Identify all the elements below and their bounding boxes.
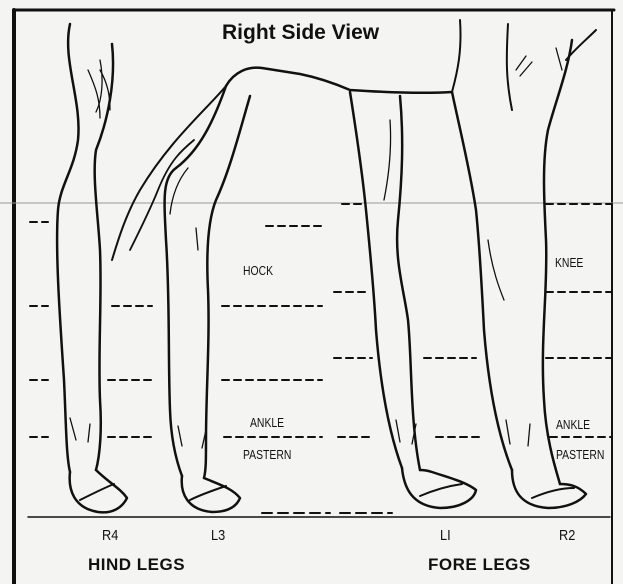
hind-pastern-label: PASTERN (243, 448, 291, 461)
fore-pastern-label: PASTERN (556, 448, 604, 461)
leg-code-l3: L3 (211, 528, 225, 543)
page-border (14, 10, 614, 584)
leg-code-r2: R2 (559, 528, 575, 543)
hind-legs-heading: HIND LEGS (88, 556, 185, 573)
leg-code-r4: R4 (102, 528, 118, 543)
diagram-title: Right Side View (222, 22, 379, 43)
fore-legs-heading: FORE LEGS (428, 556, 531, 573)
hind-leg-l3 (130, 86, 250, 512)
hind-leg-r4 (57, 24, 127, 512)
hock-label: HOCK (243, 264, 273, 277)
fore-leg-l1 (350, 92, 476, 508)
chest-hatch (516, 48, 562, 76)
leg-code-l1: LI (440, 528, 451, 543)
hind-ankle-label: ANKLE (250, 416, 284, 429)
shoulder-lines (452, 20, 596, 110)
fore-ankle-label: ANKLE (556, 418, 590, 431)
body-outline (226, 68, 452, 93)
hind-level-lines (30, 222, 322, 437)
knee-label: KNEE (555, 256, 583, 269)
